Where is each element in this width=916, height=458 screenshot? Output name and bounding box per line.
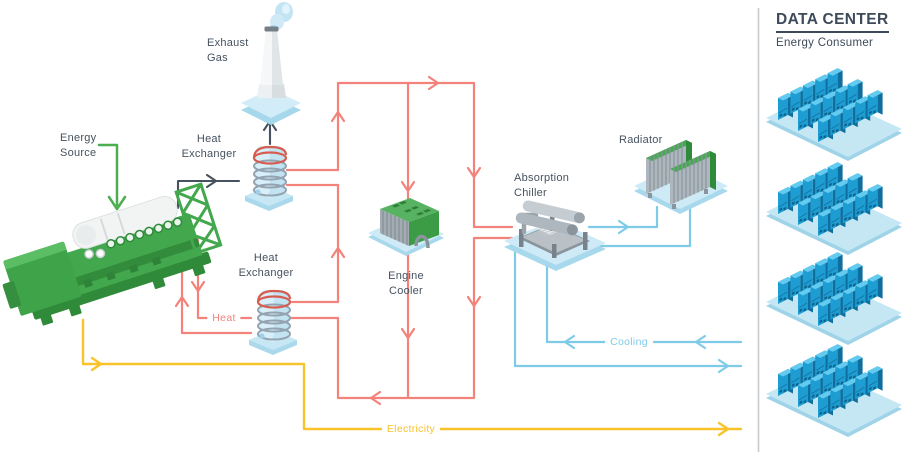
data-center-heading: DATA CENTER — [776, 11, 889, 34]
cooling-flow-lines — [513, 200, 743, 374]
energy-source-arrow — [97, 143, 127, 211]
electricity-flow-label: Electricity — [381, 421, 441, 437]
heat-exchanger-bottom-icon — [247, 288, 299, 357]
cooling-flow-label: Cooling — [605, 334, 653, 350]
radiator-icon — [634, 139, 728, 214]
electricity-flow-lines — [81, 318, 743, 437]
heat-exchanger-bottom-label: Heat Exchanger — [238, 252, 294, 279]
server-rack-cluster-4 — [766, 344, 902, 437]
gas-engine-generator-icon — [2, 182, 223, 326]
exhaust-gas-label: Exhaust Gas — [207, 37, 249, 64]
heat-exchanger-top-label: Heat Exchanger — [181, 133, 237, 160]
engine-cooler-icon — [368, 198, 444, 256]
server-rack-cluster-1 — [766, 68, 902, 161]
server-rack-cluster-2 — [766, 162, 902, 255]
exhaust-stack-icon — [241, 2, 301, 125]
energy-source-label: Energy Source — [60, 132, 97, 159]
server-rack-cluster-3 — [766, 252, 902, 345]
heat-exchanger-top-icon — [243, 144, 295, 213]
energy-consumer-subheading: Energy Consumer — [776, 37, 874, 49]
radiator-label: Radiator — [619, 134, 663, 146]
absorption-chiller-label: Absorption Chiller — [514, 172, 570, 199]
heat-flow-lines — [174, 75, 514, 406]
engine-cooler-label: Engine Cooler — [388, 270, 424, 297]
heat-flow-label: Heat — [207, 310, 241, 326]
absorption-chiller-icon — [504, 200, 606, 271]
